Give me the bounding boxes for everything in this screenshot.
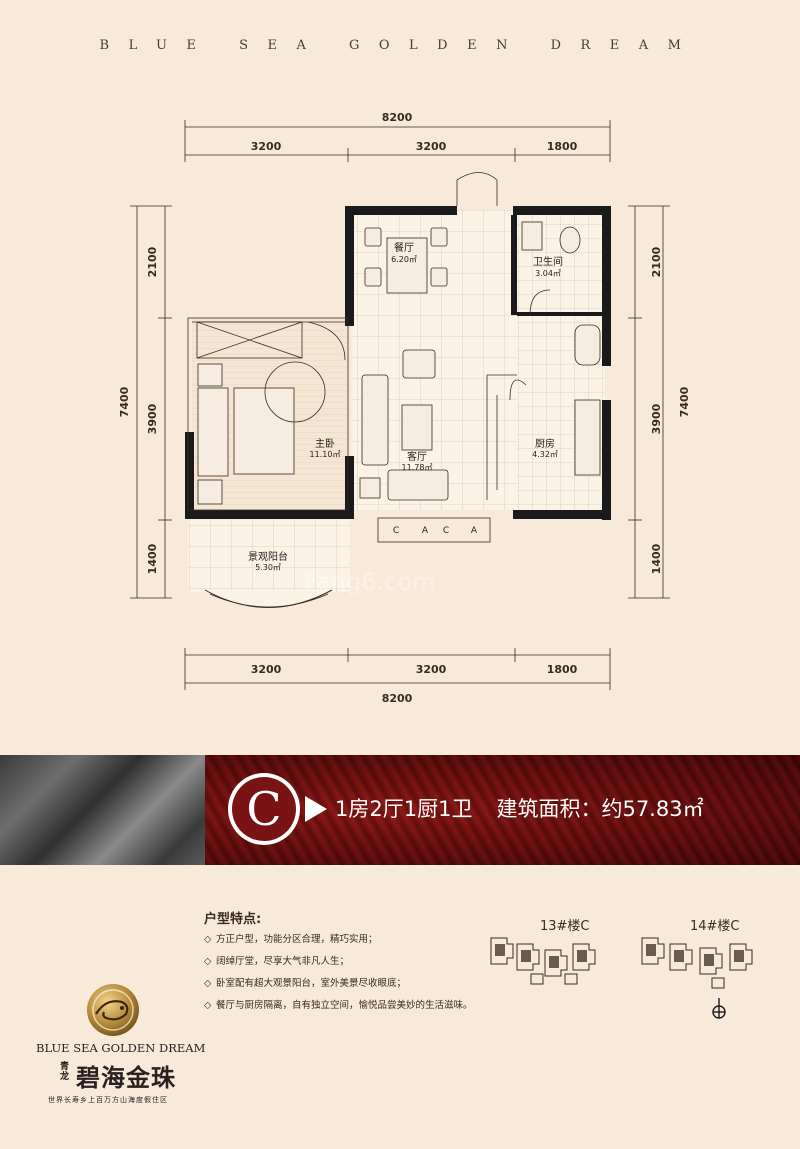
diamond-bullet-icon: ◇	[204, 934, 212, 945]
plan-walls	[185, 206, 611, 520]
feature-item: ◇餐厅与厨房隔离，自有独立空间，愉悦品尝美妙的生活滋味。	[204, 1000, 473, 1011]
room-balcony-area: 5.30㎡	[255, 563, 281, 572]
brand-name-prefix: 青龙	[60, 1062, 70, 1082]
room-kitchen-name: 厨房	[535, 437, 555, 450]
dim-bottom-c: 1800	[547, 663, 578, 676]
dim-top-total: 8200	[382, 111, 413, 124]
diamond-bullet-icon: ◇	[204, 978, 212, 989]
plan-furniture	[197, 221, 601, 505]
unit-type-badge: C	[228, 773, 300, 845]
dim-left-b: 3900	[146, 403, 159, 434]
room-labels: 餐厅 6.20㎡ 卫生间 3.04㎡ 主卧 11.10㎡ 客厅 11.78㎡ 厨…	[248, 241, 563, 572]
unit-summary: 1房2厅1厨1卫建筑面积：约57.83㎡	[335, 793, 704, 823]
dim-right-b: 3900	[650, 403, 663, 434]
room-dining-name: 餐厅	[394, 241, 414, 254]
header-title: BLUE SEA GOLDEN DREAM	[99, 38, 701, 53]
feature-item: ◇卧室配有超大观景阳台，室外美景尽收眼底；	[204, 978, 407, 989]
room-bedroom-name: 主卧	[315, 437, 335, 450]
dim-right-total: 7400	[678, 386, 691, 417]
dim-left-c: 1400	[146, 543, 159, 574]
brand-name-en: BLUE SEA GOLDEN DREAM	[36, 1041, 206, 1055]
ac-label-4: A	[471, 526, 478, 536]
site-plan-13	[490, 937, 596, 985]
room-living-area: 11.78㎡	[402, 463, 433, 472]
site-plan-14	[641, 937, 753, 1019]
dim-right-c: 1400	[650, 543, 663, 574]
features-title: 户型特点:	[204, 912, 262, 927]
dim-top-b: 3200	[416, 140, 447, 153]
unit-layout: 1房2厅1厨1卫	[335, 797, 473, 821]
compass-icon	[712, 998, 726, 1019]
plan-thin-walls	[187, 172, 551, 543]
dim-right-a: 2100	[650, 246, 663, 277]
brand-logo-icon	[87, 984, 139, 1036]
features-list: ◇方正户型，功能分区合理，精巧实用； ◇阔绰厅堂，尽享大气非凡人生； ◇卧室配有…	[204, 933, 473, 1021]
ac-label-3: C	[443, 526, 449, 536]
banner-feather-texture	[0, 755, 205, 865]
room-bedroom-area: 11.10㎡	[310, 450, 341, 459]
unit-type-letter: C	[232, 777, 296, 841]
site-plan-14-label: 14#楼C	[690, 919, 740, 934]
room-dining-area: 6.20㎡	[391, 255, 417, 264]
dim-left-a: 2100	[146, 246, 159, 277]
banner-red-texture	[205, 755, 800, 865]
dim-bottom-total: 8200	[382, 692, 413, 705]
floor-plan: 8200 3200 3200 1800 3200 3200 1800 8200 …	[118, 111, 691, 705]
room-living-name: 客厅	[407, 450, 427, 463]
diamond-bullet-icon: ◇	[204, 956, 212, 967]
watermark: Fang6.com	[305, 568, 436, 596]
ac-label-1: C	[393, 526, 399, 536]
dim-bottom-b: 3200	[416, 663, 447, 676]
feature-item: ◇方正户型，功能分区合理，精巧实用；	[204, 934, 378, 945]
room-balcony-name: 景观阳台	[248, 550, 288, 563]
dim-top-c: 1800	[547, 140, 578, 153]
unit-banner: C 1房2厅1厨1卫建筑面积：约57.83㎡	[0, 755, 800, 865]
arrow-right-icon	[305, 796, 327, 822]
dimension-lines	[130, 120, 670, 690]
dim-top-a: 3200	[251, 140, 282, 153]
dim-left-total: 7400	[118, 386, 131, 417]
ac-label-2: A	[422, 526, 429, 536]
room-bath-name: 卫生间	[533, 255, 563, 268]
diamond-bullet-icon: ◇	[204, 1000, 212, 1011]
dim-bottom-a: 3200	[251, 663, 282, 676]
site-plan-13-label: 13#楼C	[540, 919, 590, 934]
room-bath-area: 3.04㎡	[535, 269, 561, 278]
unit-area: 建筑面积：约57.83㎡	[496, 797, 704, 821]
brand-name-cn: 碧海金珠	[76, 1063, 176, 1092]
brand-tagline: 世界长寿乡上百万方山海度假住区	[48, 1096, 168, 1104]
room-kitchen-area: 4.32㎡	[532, 450, 558, 459]
feature-item: ◇阔绰厅堂，尽享大气非凡人生；	[204, 956, 350, 967]
